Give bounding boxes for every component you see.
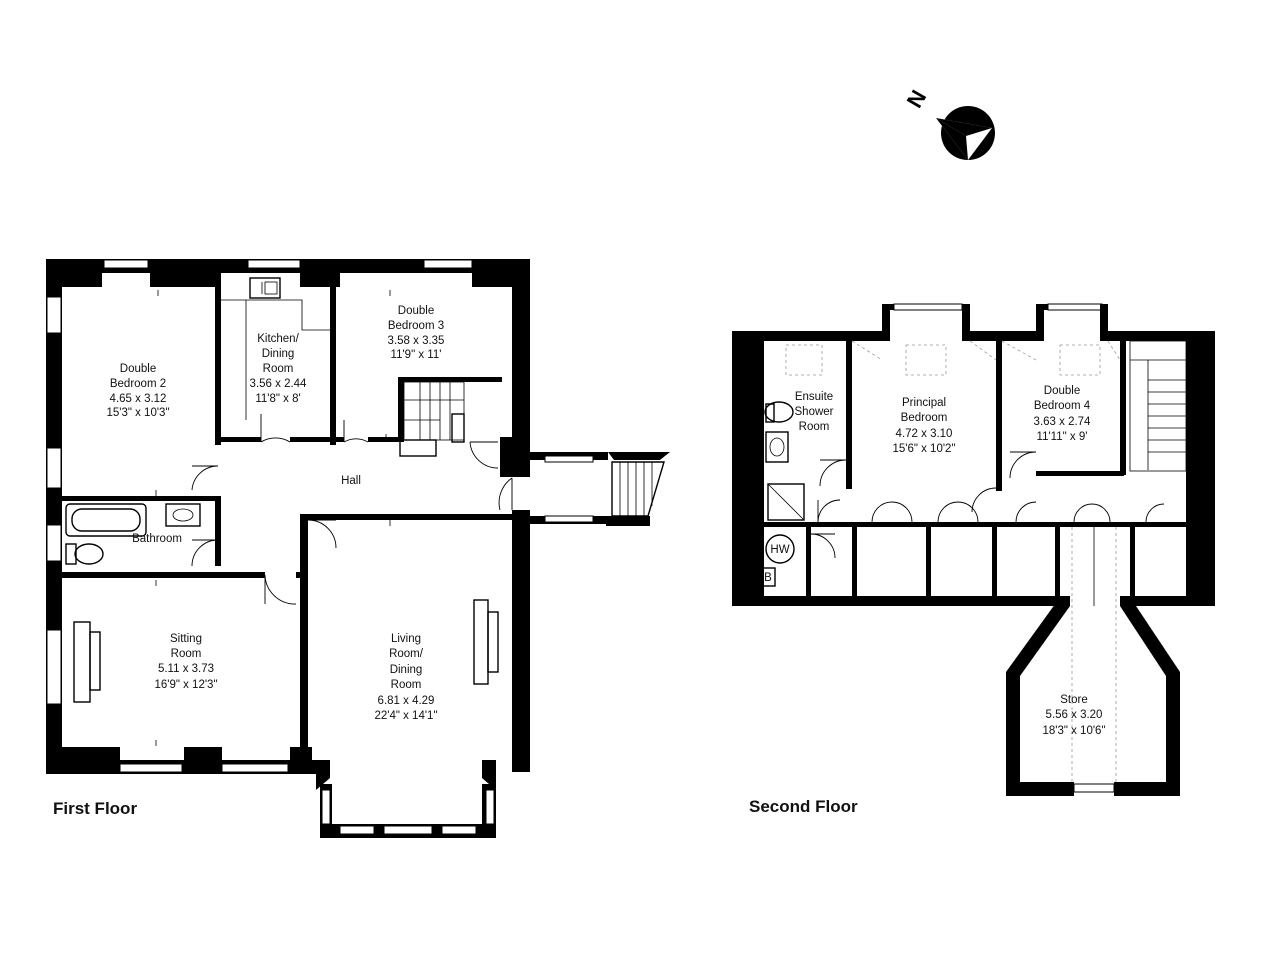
svg-text:Room: Room (391, 679, 422, 691)
svg-text:15'3" x 10'3": 15'3" x 10'3" (106, 407, 169, 419)
room-label-bedroom3: Double Bedroom 3 3.58 x 3.35 11'9" x 11' (388, 305, 445, 361)
svg-text:Room: Room (171, 648, 202, 660)
boiler-label: B (764, 572, 772, 584)
room-label-ensuite: Ensuite Shower Room (795, 391, 834, 433)
svg-text:11'8" x 8': 11'8" x 8' (255, 393, 300, 405)
svg-text:4.72 x 3.10: 4.72 x 3.10 (896, 428, 953, 440)
svg-text:Principal: Principal (902, 397, 946, 409)
svg-text:Kitchen/: Kitchen/ (257, 333, 299, 345)
second-floor-title: Second Floor (749, 797, 858, 816)
room-label-hall: Hall (341, 475, 361, 487)
second-floor-plan (732, 303, 1215, 796)
svg-text:Living: Living (391, 633, 421, 645)
svg-text:Double: Double (1044, 385, 1080, 397)
svg-text:Ensuite: Ensuite (795, 391, 833, 403)
svg-text:Bedroom 3: Bedroom 3 (388, 320, 444, 332)
svg-text:Shower: Shower (795, 406, 834, 418)
svg-text:Bedroom: Bedroom (901, 412, 948, 424)
room-label-bedroom2: Double Bedroom 2 4.65 x 3.12 15'3" x 10'… (106, 363, 169, 419)
svg-text:16'9" x 12'3": 16'9" x 12'3" (154, 679, 217, 691)
svg-text:11'9" x 11': 11'9" x 11' (391, 349, 442, 361)
hot-water-cylinder-label: HW (770, 544, 789, 556)
compass: N (902, 86, 995, 160)
svg-text:Room: Room (799, 421, 830, 433)
compass-north-label: N (902, 86, 932, 112)
room-label-living: Living Room/ Dining Room 6.81 x 4.29 22'… (374, 633, 437, 722)
room-label-kitchen: Kitchen/ Dining Room 3.56 x 2.44 11'8" x… (250, 333, 308, 405)
svg-text:Store: Store (1060, 694, 1088, 706)
room-label-principal: Principal Bedroom 4.72 x 3.10 15'6" x 10… (892, 397, 955, 455)
room-label-bedroom4: Double Bedroom 4 3.63 x 2.74 11'11" x 9' (1034, 385, 1092, 443)
first-floor-title: First Floor (53, 799, 137, 818)
svg-text:5.11 x 3.73: 5.11 x 3.73 (158, 663, 214, 675)
svg-text:15'6" x 10'2": 15'6" x 10'2" (892, 443, 955, 455)
svg-text:3.56 x 2.44: 3.56 x 2.44 (250, 378, 308, 390)
svg-text:Room: Room (263, 363, 294, 375)
svg-text:Double: Double (398, 305, 434, 317)
svg-text:3.63 x 2.74: 3.63 x 2.74 (1034, 416, 1092, 428)
svg-text:5.56 x 3.20: 5.56 x 3.20 (1046, 709, 1103, 721)
svg-text:22'4" x 14'1": 22'4" x 14'1" (374, 710, 437, 722)
svg-text:Sitting: Sitting (170, 633, 202, 645)
compass-north-arrow-icon (936, 106, 995, 160)
svg-text:Dining: Dining (262, 348, 295, 360)
svg-text:Dining: Dining (390, 664, 423, 676)
room-label-bathroom: Bathroom (132, 533, 182, 545)
room-label-store: Store 5.56 x 3.20 18'3" x 10'6" (1042, 694, 1105, 737)
svg-text:6.81 x 4.29: 6.81 x 4.29 (378, 695, 435, 707)
svg-text:18'3" x 10'6": 18'3" x 10'6" (1042, 725, 1105, 737)
svg-text:4.65 x 3.12: 4.65 x 3.12 (110, 393, 167, 405)
svg-text:Room/: Room/ (389, 648, 424, 660)
room-label-sitting: Sitting Room 5.11 x 3.73 16'9" x 12'3" (154, 633, 217, 691)
svg-text:11'11" x 9': 11'11" x 9' (1037, 431, 1088, 443)
svg-text:Double: Double (120, 363, 156, 375)
first-floor-plan (46, 259, 670, 838)
svg-text:Bedroom 2: Bedroom 2 (110, 378, 166, 390)
svg-text:3.58 x 3.35: 3.58 x 3.35 (388, 335, 445, 347)
svg-text:Bedroom 4: Bedroom 4 (1034, 400, 1091, 412)
